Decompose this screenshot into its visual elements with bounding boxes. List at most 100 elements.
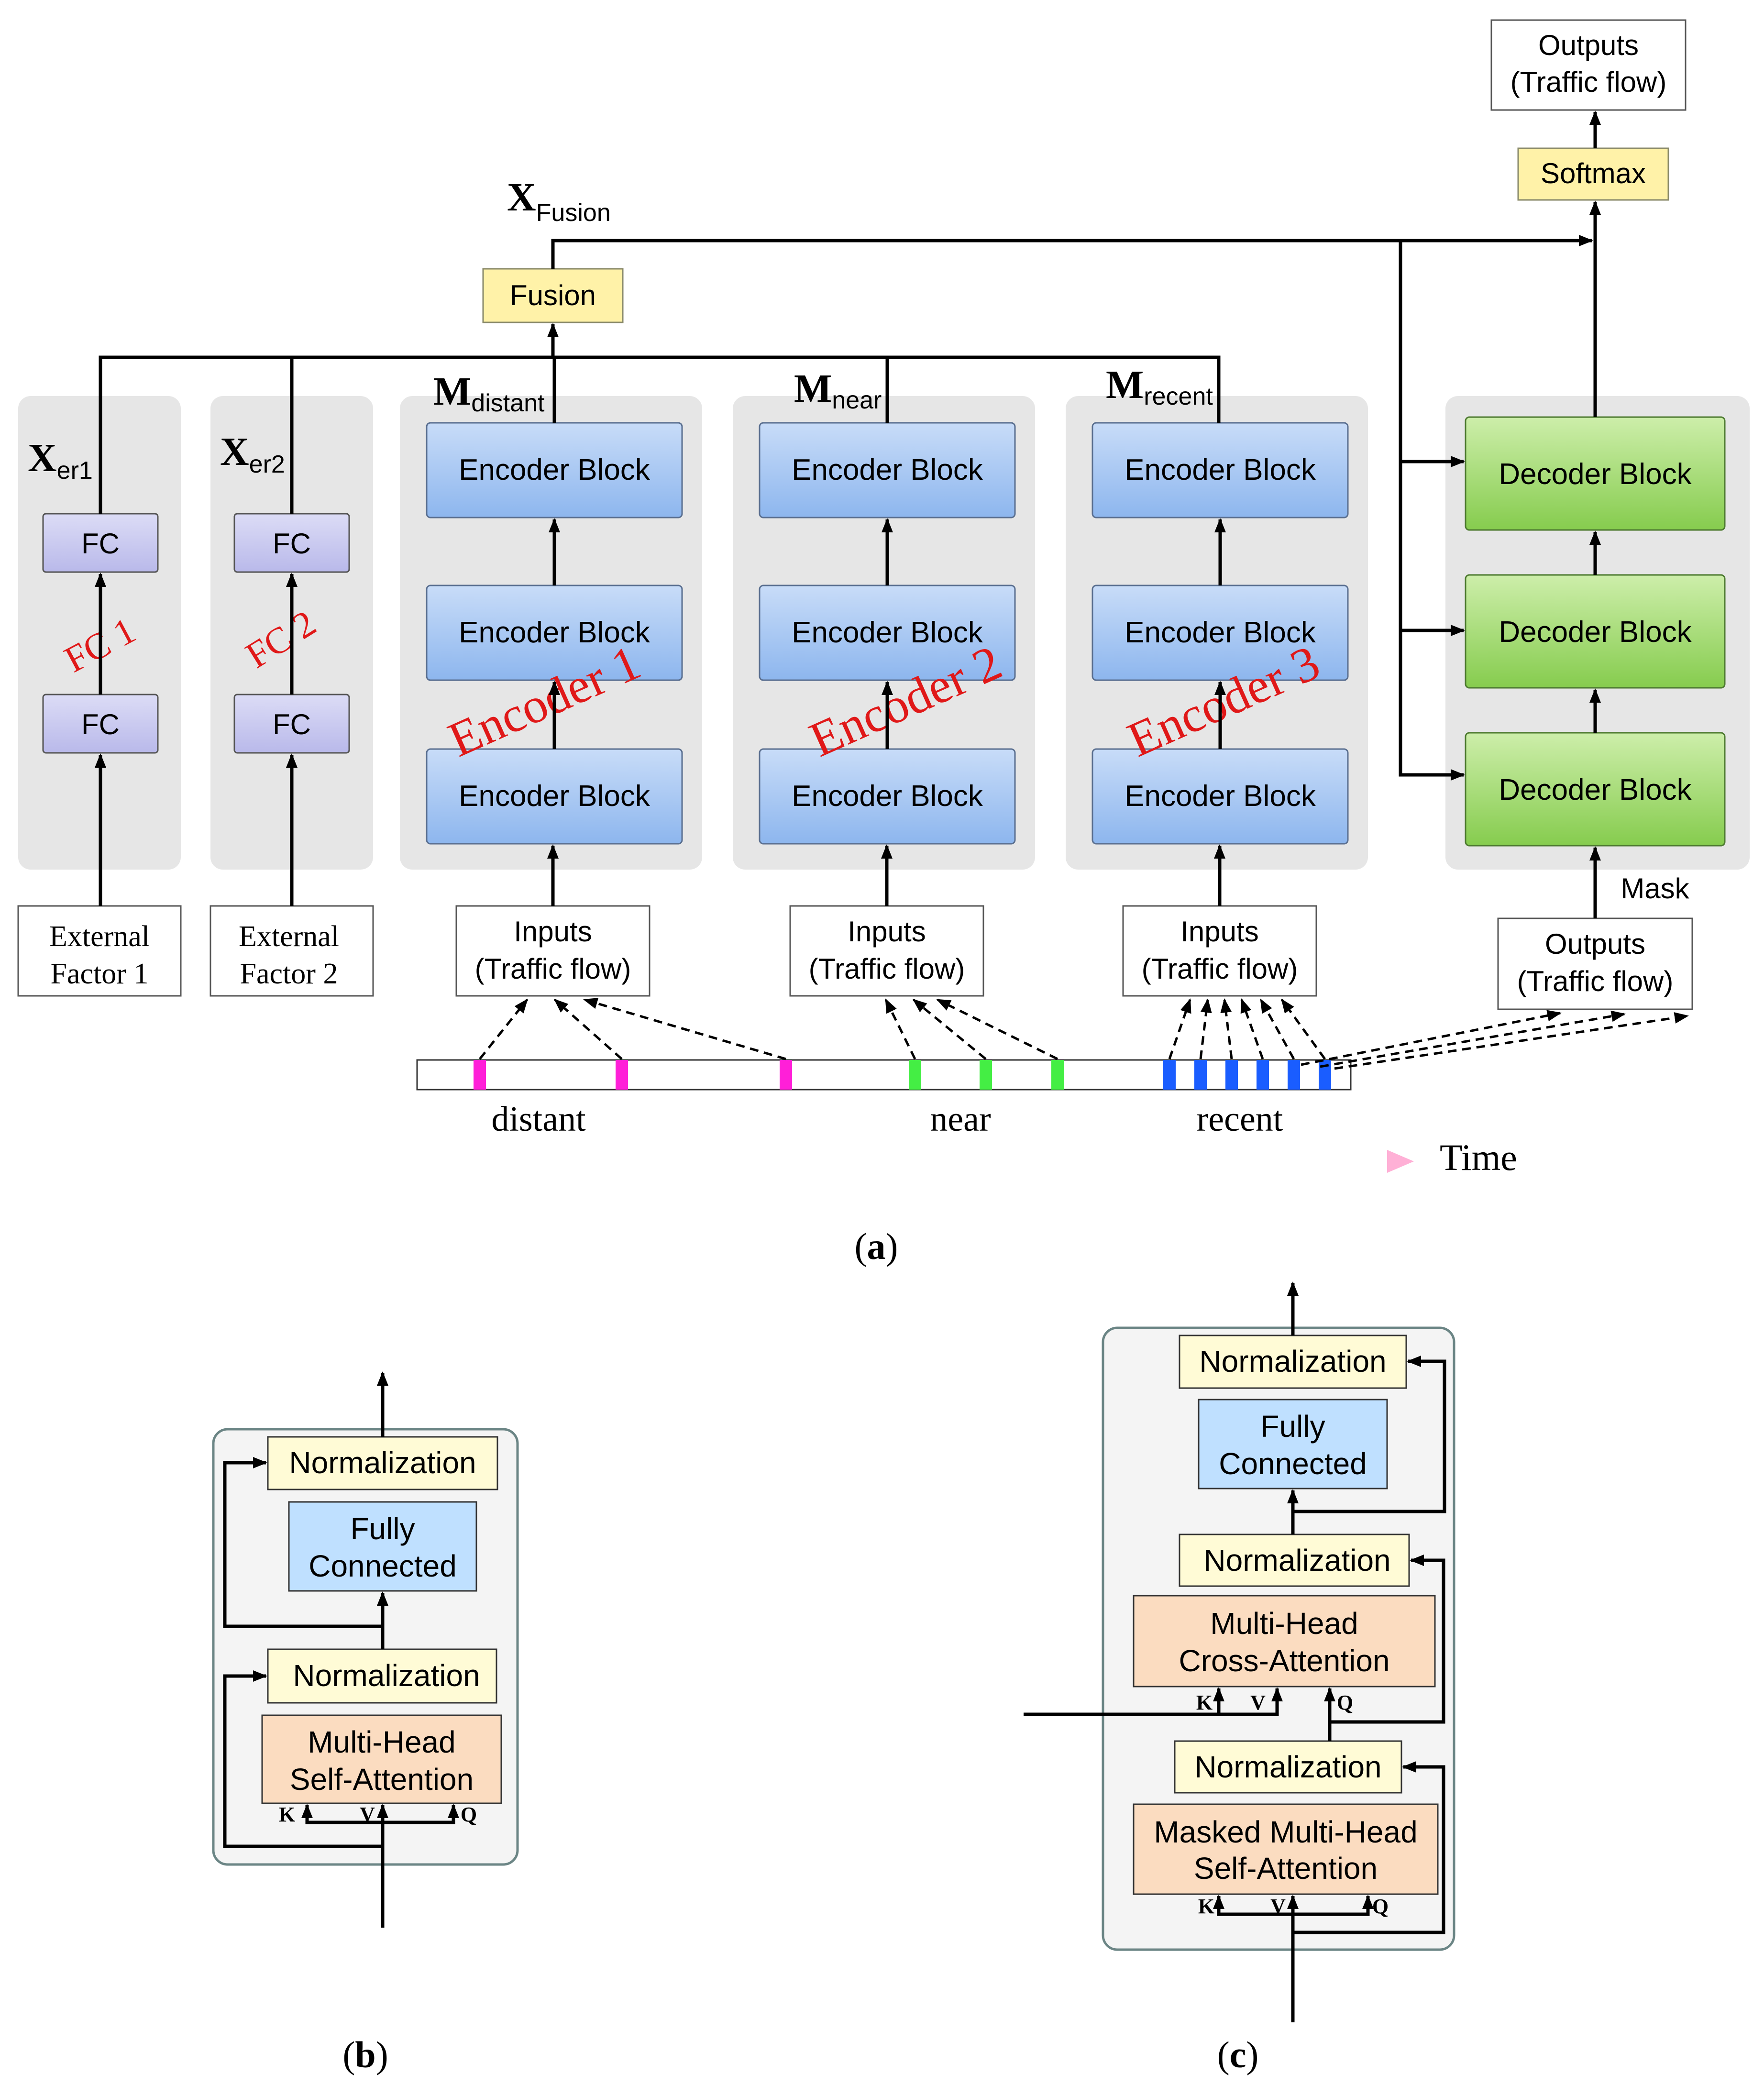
c-cross-line1: Multi-Head xyxy=(1210,1606,1358,1641)
outputs-top-line1: Outputs xyxy=(1538,29,1639,61)
decoder-block-bottom-label: Decoder Block xyxy=(1499,773,1692,806)
encoder1-input-line1: Inputs xyxy=(514,916,592,948)
outputs-top-line2: (Traffic flow) xyxy=(1510,66,1667,98)
b-fc-line1: Fully xyxy=(350,1511,415,1546)
c-norm-mid xyxy=(1179,1533,1410,1587)
c-masked-k-label: K xyxy=(1198,1895,1214,1918)
distant-marker xyxy=(616,1060,628,1090)
x-er1-label: Xer1 xyxy=(28,436,93,485)
external-factor1-line1: External xyxy=(49,920,150,953)
fc2-bottom-label: FC xyxy=(273,708,311,740)
encoder1-block-top-label: Encoder Block xyxy=(459,453,650,486)
external-factor2-box xyxy=(209,905,374,997)
caption-b: (b) xyxy=(342,2034,388,2075)
b-q-label: Q xyxy=(461,1803,477,1826)
c-norm-top xyxy=(1179,1335,1407,1389)
panel-c: Normalization Fully Connected Normalizat… xyxy=(1024,1281,1455,2075)
decoder-block-top-label: Decoder Block xyxy=(1499,458,1692,491)
external-factor2-line2: Factor 2 xyxy=(240,958,338,990)
fc2-top-label: FC xyxy=(273,528,311,560)
caption-a: (a) xyxy=(855,1225,898,1267)
encoder1-block-bottom-label: Encoder Block xyxy=(459,780,650,813)
c-masked-line1: Masked Multi-Head xyxy=(1154,1815,1417,1849)
timeline-label-near: near xyxy=(930,1100,991,1139)
fusion-box xyxy=(482,268,624,323)
recent-marker xyxy=(1319,1060,1331,1090)
recent-marker xyxy=(1163,1060,1176,1090)
encoder3-input-line2: (Traffic flow) xyxy=(1142,953,1298,985)
m-distant-label: Mdistant xyxy=(433,369,545,417)
b-norm-top-label: Normalization xyxy=(289,1445,476,1480)
b-norm-top xyxy=(267,1436,498,1490)
c-cross-attention xyxy=(1133,1595,1436,1688)
m-recent-label: Mrecent xyxy=(1106,363,1213,410)
encoder3-block-top-label: Encoder Block xyxy=(1125,453,1316,486)
panel-a-connectors xyxy=(95,110,1601,918)
m-near-label: Mnear xyxy=(794,366,882,414)
panel-c-connectors xyxy=(1024,1281,1446,2022)
c-cross-line2: Cross-Attention xyxy=(1179,1644,1389,1678)
encoder2-block-bottom-label: Encoder Block xyxy=(792,780,983,813)
b-norm-bottom-label: Normalization xyxy=(293,1658,480,1693)
b-attn-line2: Self-Attention xyxy=(290,1762,474,1797)
encoder2-input-box xyxy=(789,905,984,997)
external-factor1-box xyxy=(17,905,182,997)
c-fully-connected xyxy=(1198,1399,1388,1489)
c-norm-top-label: Normalization xyxy=(1199,1344,1386,1379)
c-norm-mid-label: Normalization xyxy=(1203,1543,1390,1578)
decoder-group: Decoder Block Decoder Block Decoder Bloc… xyxy=(1465,416,1726,1010)
recent-marker xyxy=(1225,1060,1238,1090)
c-cross-k-label: K xyxy=(1196,1691,1213,1714)
c-fc-line2: Connected xyxy=(1219,1446,1367,1481)
encoder1-block-mid-label: Encoder Block xyxy=(459,616,650,649)
external-factor1-line2: Factor 1 xyxy=(51,958,149,990)
fc1-bottom-label: FC xyxy=(81,708,120,740)
b-norm-bottom xyxy=(267,1648,497,1704)
panel-a: Outputs (Traffic flow) Softmax Fusion XF… xyxy=(17,19,1750,1267)
c-norm-bottom xyxy=(1174,1740,1402,1794)
encoder2-block-mid-label: Encoder Block xyxy=(792,616,983,649)
softmax-box xyxy=(1517,147,1669,201)
b-fully-connected xyxy=(288,1501,477,1592)
near-marker xyxy=(1051,1060,1064,1090)
time-arrow-head xyxy=(1387,1150,1414,1173)
distant-marker xyxy=(474,1060,486,1090)
timeline-markers xyxy=(474,1060,1331,1090)
b-k-label: K xyxy=(279,1803,295,1826)
decoder-input-line1: Outputs xyxy=(1545,928,1645,960)
c-cross-v-label: V xyxy=(1250,1691,1266,1714)
decoder-block-mid-label: Decoder Block xyxy=(1499,616,1692,649)
b-self-attention xyxy=(261,1714,502,1804)
encoder1-input-box xyxy=(455,905,650,997)
decoder-input-box xyxy=(1497,917,1693,1010)
x-fusion-label: XFusion xyxy=(507,175,611,227)
external-factor2-line1: External xyxy=(239,920,339,953)
encoder1-input-line2: (Traffic flow) xyxy=(475,953,631,985)
encoder2-input-line2: (Traffic flow) xyxy=(809,953,965,985)
timeline-dashed-arrows xyxy=(479,998,1689,1070)
encoder2-input-line1: Inputs xyxy=(848,916,926,948)
recent-marker xyxy=(1194,1060,1207,1090)
b-attn-line1: Multi-Head xyxy=(308,1725,455,1759)
c-masked-q-label: Q xyxy=(1372,1895,1389,1918)
timeline-bar xyxy=(416,1059,1352,1091)
encoder2-block-top-label: Encoder Block xyxy=(792,453,983,486)
encoder3-block-mid-label: Encoder Block xyxy=(1125,616,1316,649)
recent-marker xyxy=(1288,1060,1300,1090)
encoder3-block-bottom-label: Encoder Block xyxy=(1125,780,1316,813)
softmax-label: Softmax xyxy=(1541,157,1646,189)
recent-marker xyxy=(1257,1060,1269,1090)
near-marker xyxy=(909,1060,921,1090)
mask-label: Mask xyxy=(1621,872,1689,905)
b-fc-line2: Connected xyxy=(309,1549,457,1583)
encoder3-input-line1: Inputs xyxy=(1180,916,1258,948)
c-norm-bottom-label: Normalization xyxy=(1194,1750,1381,1784)
c-cross-q-label: Q xyxy=(1337,1691,1353,1714)
distant-marker xyxy=(780,1060,792,1090)
caption-c: (c) xyxy=(1217,2034,1259,2075)
timeline-label-recent: recent xyxy=(1197,1100,1283,1139)
decoder-input-line2: (Traffic flow) xyxy=(1517,965,1674,997)
fc1-top-label: FC xyxy=(81,528,120,560)
fc2-group: Xer2 FC FC FC 2 External Factor 2 xyxy=(209,430,374,997)
